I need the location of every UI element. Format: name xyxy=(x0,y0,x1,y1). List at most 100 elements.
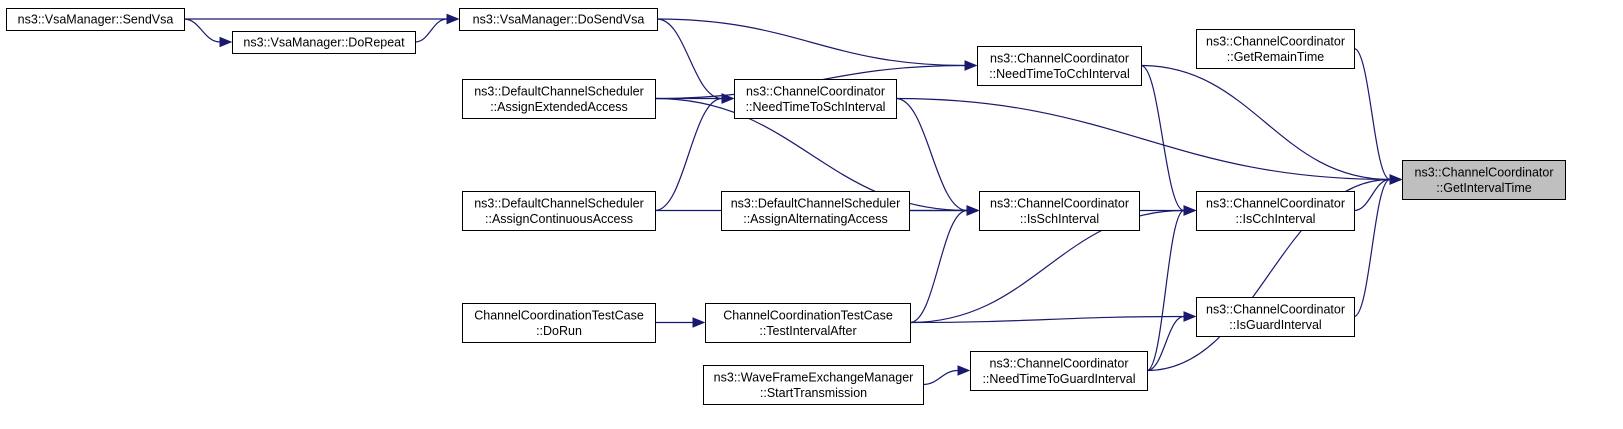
edge-line xyxy=(656,18,966,67)
arrowhead xyxy=(966,205,980,216)
node-box xyxy=(734,79,897,119)
node-box xyxy=(459,8,658,31)
node-box xyxy=(462,303,656,343)
node-label: ns3::VsaManager::DoRepeat xyxy=(243,36,405,50)
edge-line xyxy=(1146,178,1391,372)
node-is-cch[interactable]: ns3::ChannelCoordinator::IsCchInterval xyxy=(1196,191,1355,231)
node-do-send-vsa[interactable]: ns3::VsaManager::DoSendVsa xyxy=(459,8,658,31)
edge-line xyxy=(1146,209,1185,372)
node-label: ::NeedTimeToCchInterval xyxy=(989,67,1130,81)
node-box xyxy=(703,365,924,405)
edge-do-send-vsa-to-need-cch xyxy=(656,18,978,71)
edge-send-vsa-to-do-send-vsa xyxy=(184,13,460,25)
node-label: ns3::DefaultChannelScheduler xyxy=(474,196,644,210)
node-box xyxy=(6,8,185,31)
node-label: ns3::VsaManager::SendVsa xyxy=(18,13,174,27)
node-label: ::AssignContinuousAccess xyxy=(485,212,633,226)
node-box xyxy=(462,191,656,231)
edge-do-run-to-test-interval-after xyxy=(655,317,706,328)
edge-line xyxy=(654,97,968,212)
edge-line xyxy=(895,97,968,212)
edge-send-vsa-to-do-repeat xyxy=(183,18,233,48)
arrowhead xyxy=(1389,174,1403,185)
node-start-transmission[interactable]: ns3::WaveFrameExchangeManager::StartTran… xyxy=(703,365,924,405)
node-assign-alternating[interactable]: ns3::DefaultChannelScheduler::AssignAlte… xyxy=(721,191,910,231)
edge-line xyxy=(1140,64,1391,181)
arrowhead xyxy=(1183,311,1197,322)
arrowhead xyxy=(957,365,971,376)
node-box xyxy=(462,79,656,119)
edge-line xyxy=(1146,315,1185,372)
edge-line xyxy=(1140,64,1185,212)
node-need-cch[interactable]: ns3::ChannelCoordinator::NeedTimeToCchIn… xyxy=(977,46,1142,86)
node-label: ::AssignExtendedAccess xyxy=(490,100,628,114)
node-label: ::TestIntervalAfter xyxy=(759,324,856,338)
edge-line xyxy=(654,97,723,212)
node-box xyxy=(1196,297,1355,337)
node-assign-extended[interactable]: ns3::DefaultChannelScheduler::AssignExte… xyxy=(462,79,656,119)
edge-do-repeat-to-do-send-vsa xyxy=(414,13,460,43)
node-is-sch[interactable]: ns3::ChannelCoordinator::IsSchInterval xyxy=(979,191,1140,231)
arrowhead xyxy=(721,93,735,104)
node-need-guard[interactable]: ns3::ChannelCoordinator::NeedTimeToGuard… xyxy=(970,351,1148,391)
edge-get-remain-to-get-interval xyxy=(1353,47,1403,185)
node-assign-continuous[interactable]: ns3::DefaultChannelScheduler::AssignCont… xyxy=(462,191,656,231)
node-label: ::NeedTimeToSchInterval xyxy=(746,100,886,114)
edge-line xyxy=(895,97,1391,181)
node-label: ::IsCchInterval xyxy=(1236,212,1316,226)
edge-need-sch-to-get-interval xyxy=(895,97,1403,185)
node-label: ns3::WaveFrameExchangeManager xyxy=(714,370,914,384)
node-label: ns3::ChannelCoordinator xyxy=(990,51,1129,65)
edge-line xyxy=(909,209,968,324)
node-box xyxy=(979,191,1140,231)
node-need-sch[interactable]: ns3::ChannelCoordinator::NeedTimeToSchIn… xyxy=(734,79,897,119)
node-label: ns3::ChannelCoordinator xyxy=(1206,196,1345,210)
node-box xyxy=(977,46,1142,86)
node-box xyxy=(721,191,910,231)
node-label: ns3::ChannelCoordinator xyxy=(1206,302,1345,316)
edge-line xyxy=(909,315,1185,324)
node-is-guard[interactable]: ns3::ChannelCoordinator::IsGuardInterval xyxy=(1196,297,1355,337)
node-get-remain[interactable]: ns3::ChannelCoordinator::GetRemainTime xyxy=(1196,29,1355,69)
edge-start-transmission-to-need-guard xyxy=(922,365,971,386)
node-label: ns3::DefaultChannelScheduler xyxy=(474,84,644,98)
node-label: ns3::ChannelCoordinator xyxy=(990,356,1129,370)
node-label: ::AssignAlternatingAccess xyxy=(743,212,888,226)
node-label: ns3::DefaultChannelScheduler xyxy=(731,196,901,210)
edge-need-guard-to-is-cch xyxy=(1146,205,1197,372)
arrowhead xyxy=(692,317,706,328)
edge-line xyxy=(414,18,448,43)
edge-assign-continuous-to-need-sch xyxy=(654,93,735,212)
node-label: ::IsSchInterval xyxy=(1020,212,1099,226)
nodes-layer: ns3::VsaManager::SendVsans3::VsaManager:… xyxy=(6,8,1566,405)
node-label: ns3::VsaManager::DoSendVsa xyxy=(473,13,645,27)
node-label: ::NeedTimeToGuardInterval xyxy=(982,372,1135,386)
edge-do-send-vsa-to-need-sch xyxy=(656,18,735,104)
edge-line xyxy=(1353,47,1391,181)
node-send-vsa[interactable]: ns3::VsaManager::SendVsa xyxy=(6,8,185,31)
node-label: ChannelCoordinationTestCase xyxy=(723,308,893,322)
node-label: ::IsGuardInterval xyxy=(1229,318,1321,332)
node-get-interval[interactable]: ns3::ChannelCoordinator::GetIntervalTime xyxy=(1402,160,1566,200)
node-label: ns3::ChannelCoordinator xyxy=(1415,165,1554,179)
node-test-interval-after[interactable]: ChannelCoordinationTestCase::TestInterva… xyxy=(705,303,911,343)
node-label: ns3::ChannelCoordinator xyxy=(990,196,1129,210)
arrowhead xyxy=(219,36,233,48)
edge-need-cch-to-get-interval xyxy=(1140,64,1403,185)
node-box xyxy=(1196,191,1355,231)
edge-line xyxy=(1353,178,1391,212)
edge-is-guard-to-get-interval xyxy=(1353,174,1403,318)
arrowhead xyxy=(964,60,978,71)
arrowhead xyxy=(446,13,460,25)
node-label: ns3::ChannelCoordinator xyxy=(1206,34,1345,48)
node-label: ns3::ChannelCoordinator xyxy=(746,84,885,98)
node-box xyxy=(1196,29,1355,69)
edge-line xyxy=(922,369,959,386)
node-do-run[interactable]: ChannelCoordinationTestCase::DoRun xyxy=(462,303,656,343)
node-box xyxy=(1402,160,1566,200)
node-box xyxy=(705,303,911,343)
node-label: ::StartTransmission xyxy=(760,386,867,400)
node-label: ChannelCoordinationTestCase xyxy=(474,308,644,322)
node-do-repeat[interactable]: ns3::VsaManager::DoRepeat xyxy=(232,31,416,54)
